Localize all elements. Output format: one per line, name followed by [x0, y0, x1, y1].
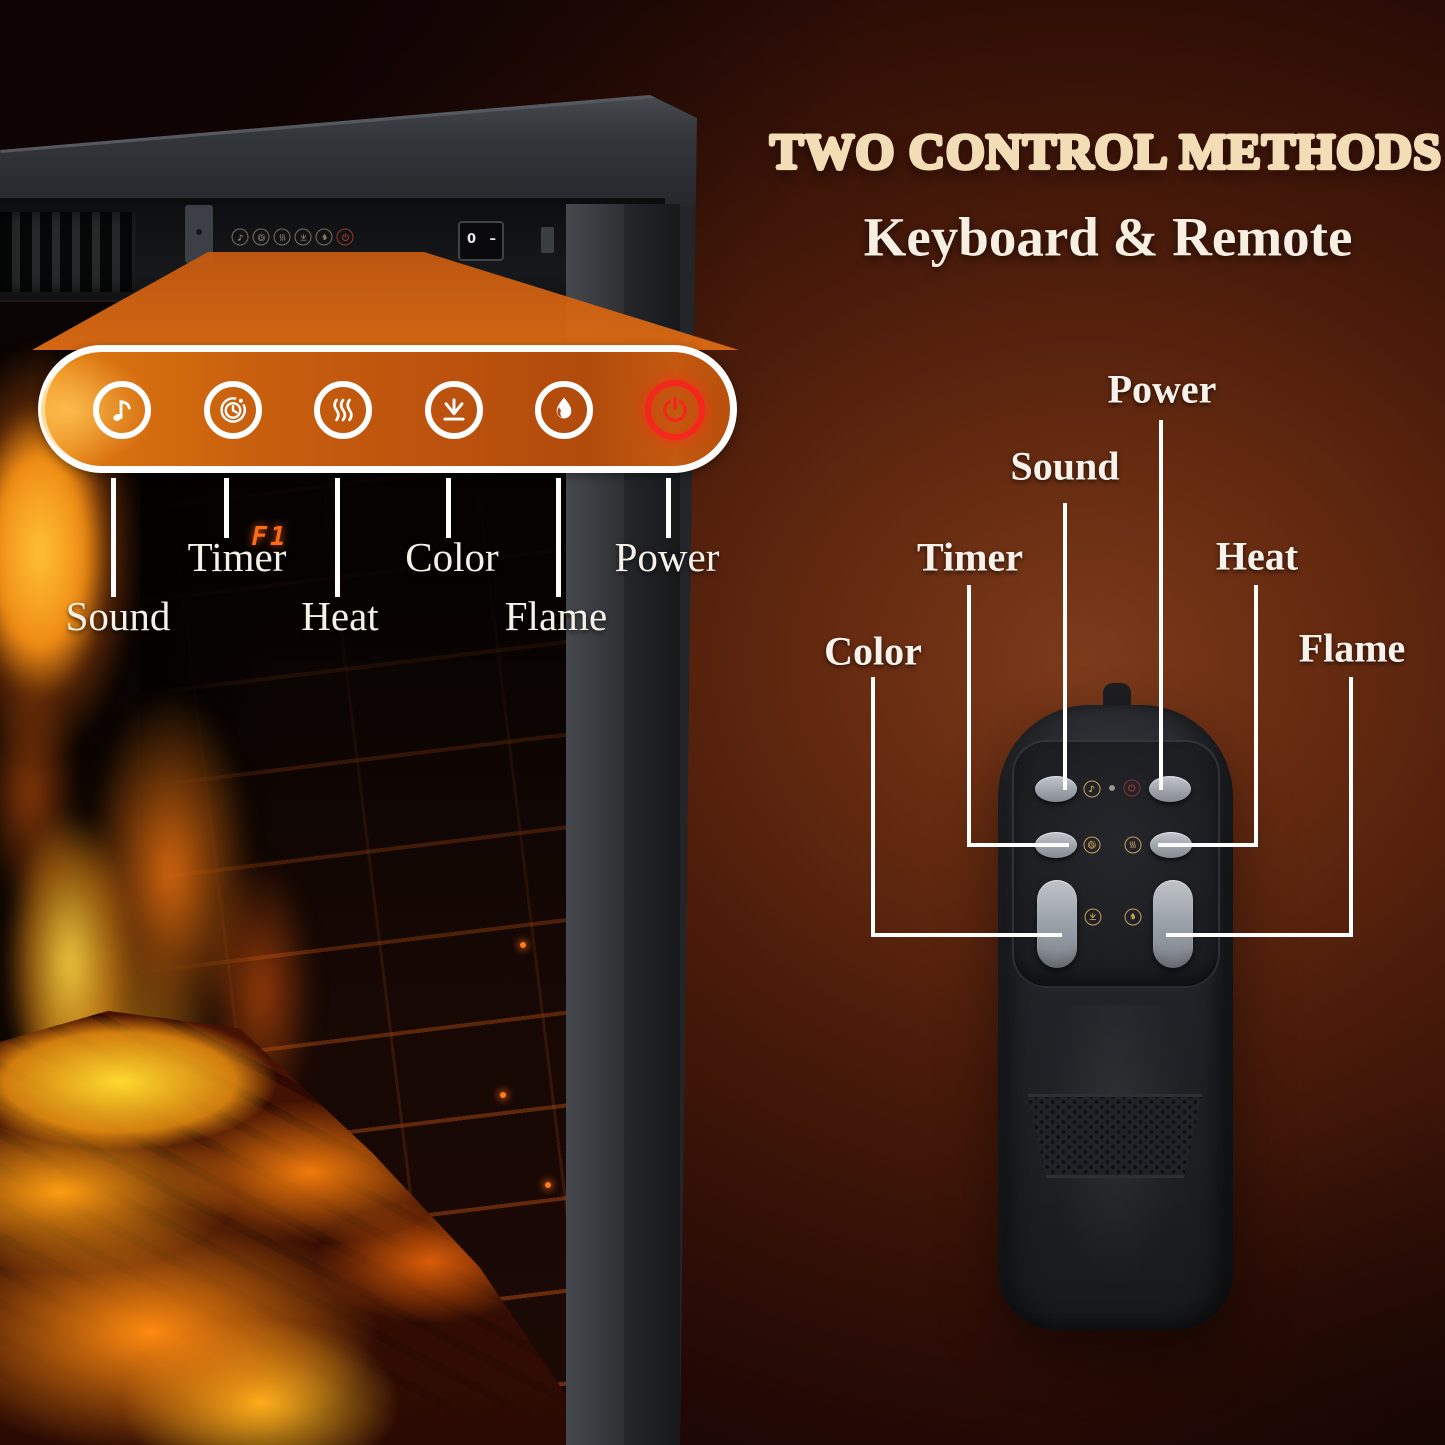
page-subtitle: Keyboard & Remote	[863, 206, 1353, 268]
flame-key-button[interactable]	[535, 381, 593, 439]
remote-sound-callout-line	[1063, 503, 1067, 790]
mini-timer-clock-icon	[252, 228, 270, 246]
heat-key-button[interactable]	[314, 381, 372, 439]
remote-flame-icon	[1124, 908, 1142, 926]
timer-callout-line	[224, 478, 229, 538]
remote-power-callout-line	[1159, 420, 1163, 790]
heat-waves-icon	[326, 393, 360, 427]
remote-color-callout-line-v	[871, 677, 875, 937]
remote-music-note-icon	[1083, 780, 1101, 798]
sound-label: Sound	[65, 593, 171, 639]
switch-on-mark: –	[489, 232, 497, 247]
heat-callout-line	[335, 478, 340, 597]
timer-label: Timer	[187, 534, 287, 580]
remote-flame-callout-line-v	[1349, 677, 1353, 937]
ember-spark	[500, 1092, 506, 1098]
timer-key-button[interactable]	[204, 381, 262, 439]
page-title: TWO CONTROL METHODS	[770, 123, 1442, 179]
color-callout-line	[446, 478, 451, 538]
main-power-switch[interactable]: 0 –	[458, 221, 504, 261]
heater-vent	[0, 212, 136, 292]
mini-heat-waves-icon	[273, 228, 291, 246]
power-key-button[interactable]	[645, 380, 705, 440]
remote-flame-label: Flame	[1298, 625, 1406, 671]
sound-key-button[interactable]	[93, 381, 151, 439]
music-note-icon	[105, 393, 139, 427]
heat-label: Heat	[301, 593, 379, 639]
fireplace-photo: 0 –	[0, 95, 697, 1445]
mini-flame-icon	[315, 228, 333, 246]
remote-sound-button[interactable]	[1035, 776, 1077, 802]
mini-color-down-arrow-icon	[294, 228, 312, 246]
remote-led-indicator	[1109, 785, 1115, 791]
remote-grip-pad	[1027, 1094, 1203, 1178]
remote-heat-callout-line-v	[1254, 585, 1258, 847]
remote-heat-label: Heat	[1215, 533, 1299, 579]
remote-power-button[interactable]	[1149, 776, 1191, 802]
power-callout-line	[666, 478, 671, 538]
flame-icon	[547, 393, 581, 427]
ember-spark	[520, 942, 526, 948]
sound-callout-line	[111, 478, 116, 597]
remote-heat-callout-line-h	[1158, 843, 1258, 847]
power-icon	[658, 393, 692, 427]
remote-color-callout-line-h	[871, 933, 1062, 937]
led-display: F1	[251, 522, 289, 552]
remote-timer-callout-line-h	[967, 843, 1069, 847]
flame-label: Flame	[504, 593, 608, 639]
switch-off-mark: 0	[467, 232, 477, 247]
touch-control-panel-zoom	[38, 345, 737, 473]
remote-color-rocker[interactable]	[1037, 880, 1077, 968]
remote-color-down-arrow-icon	[1084, 908, 1102, 926]
remote-sound-label: Sound	[1010, 443, 1120, 489]
remote-timer-label: Timer	[917, 534, 1023, 580]
power-label: Power	[614, 534, 720, 580]
flame-callout-line	[556, 478, 561, 597]
color-down-arrow-icon	[437, 393, 471, 427]
remote-timer-clock-icon	[1083, 836, 1101, 854]
remote-heat-waves-icon	[1124, 836, 1142, 854]
mini-music-note-icon	[231, 228, 249, 246]
fireplace-firebox	[0, 302, 566, 1445]
power-cord-inlet	[541, 227, 554, 253]
color-key-button[interactable]	[425, 381, 483, 439]
fireplace-frame-seam	[0, 198, 665, 204]
timer-clock-icon	[216, 393, 250, 427]
remote-flame-rocker[interactable]	[1153, 880, 1193, 968]
remote-power-icon	[1123, 779, 1141, 797]
ember-spark	[545, 1182, 551, 1188]
color-label: Color	[405, 534, 499, 580]
remote-timer-callout-line-v	[967, 585, 971, 847]
remote-color-label: Color	[824, 628, 922, 674]
remote-power-label: Power	[1107, 366, 1217, 412]
mini-power-icon	[336, 228, 354, 246]
remote-flame-callout-line-h	[1166, 933, 1353, 937]
